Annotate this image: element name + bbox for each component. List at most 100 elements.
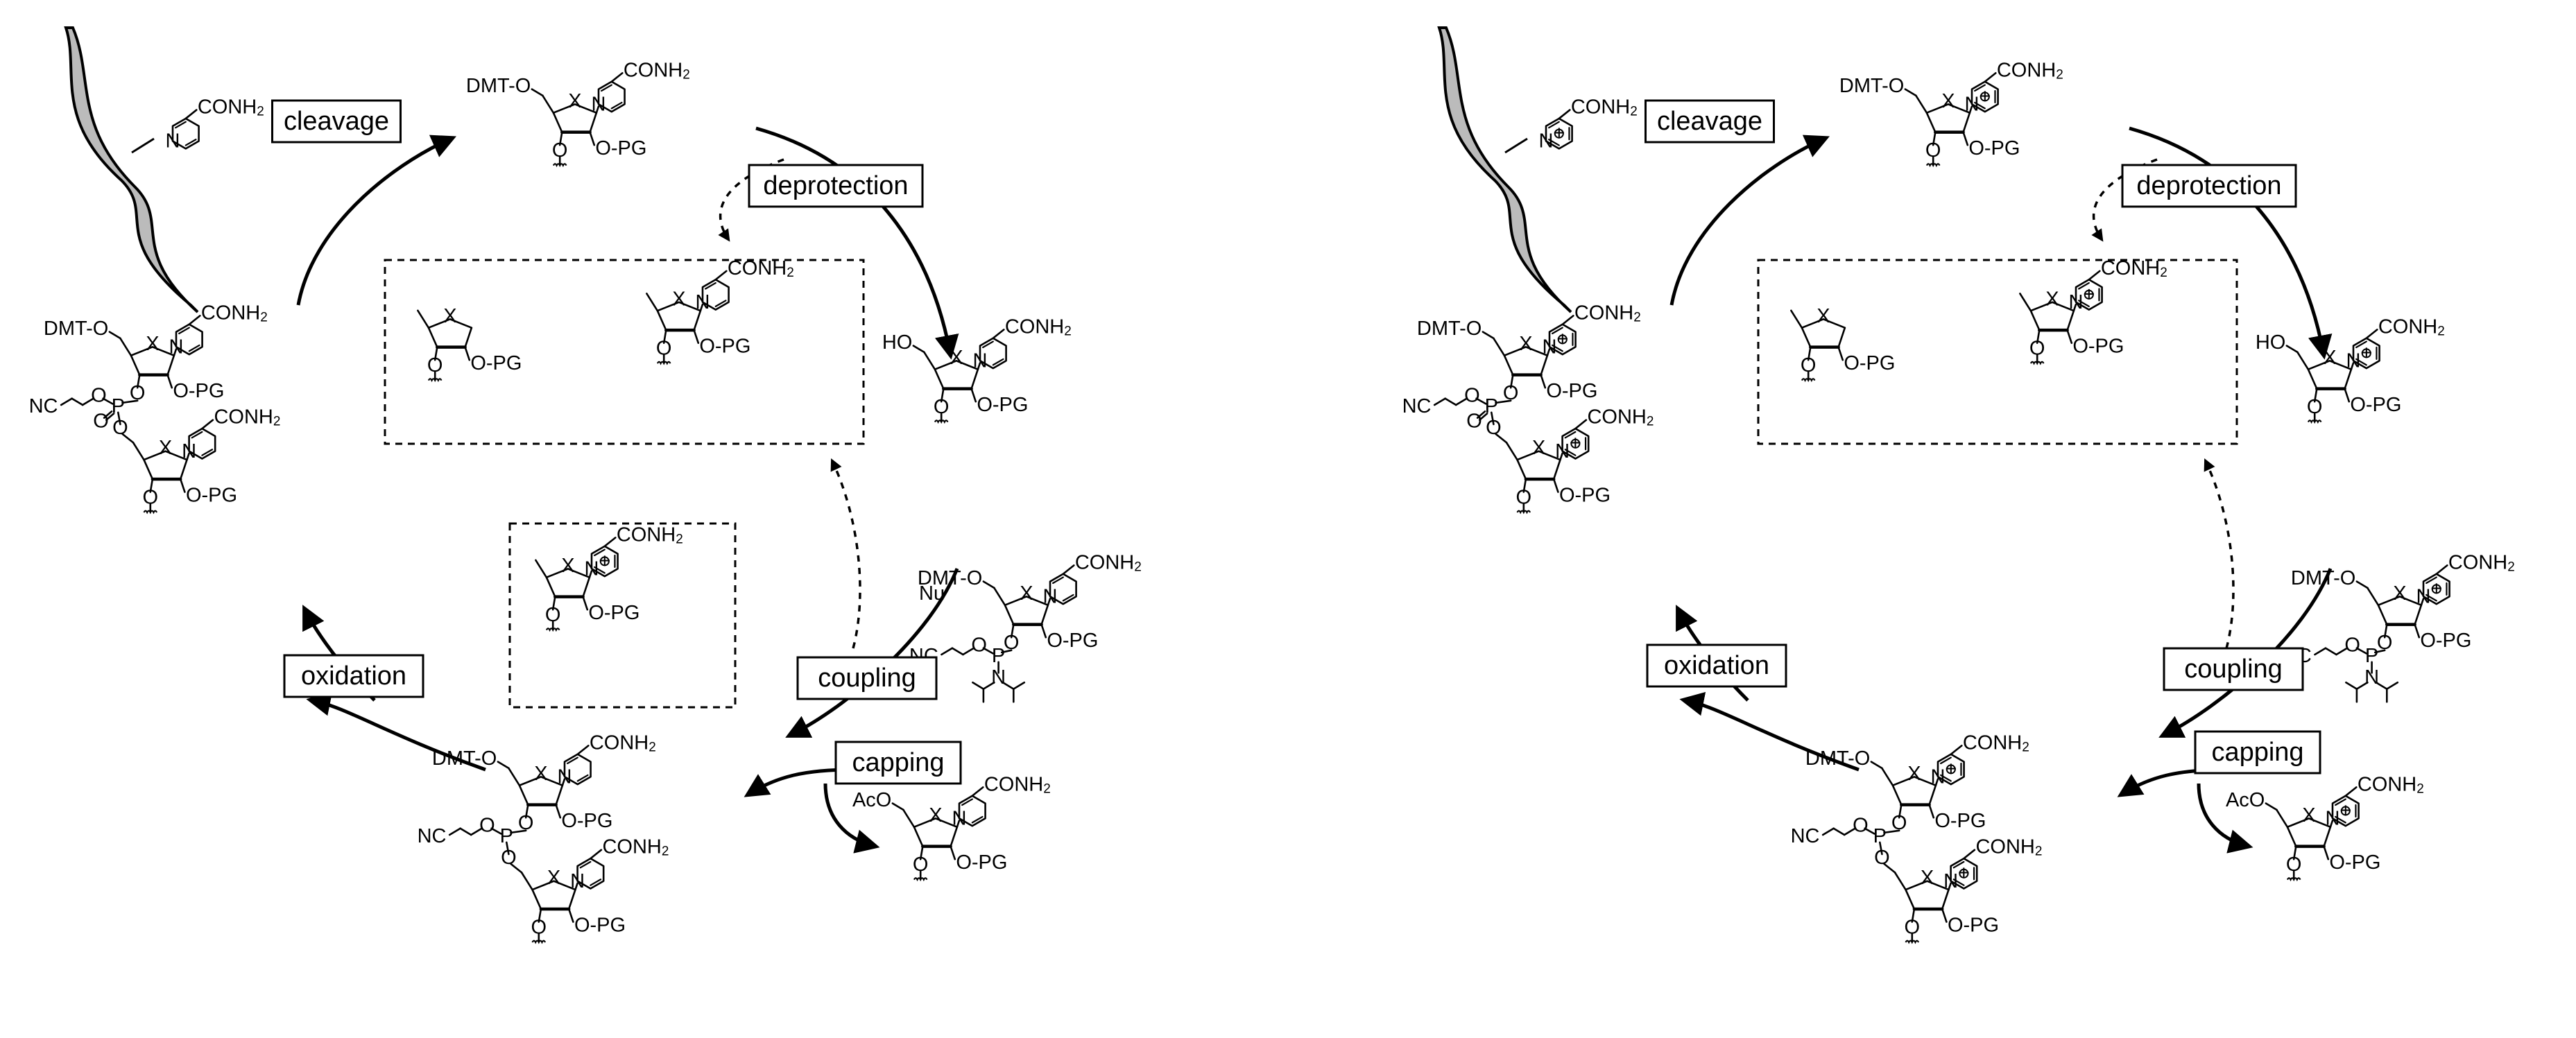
conh2-main: CONH [1975, 836, 2034, 858]
reaction-arrows [296, 126, 2333, 854]
conh2-subscript: 2 [787, 266, 794, 280]
conh2-label: CONH2 [1975, 836, 2042, 858]
ester-oxygen: O [1853, 814, 1869, 836]
amine-nitrogen: N [2364, 666, 2379, 689]
conh2-main: CONH [201, 302, 260, 324]
step-oxidation: oxidation [1646, 643, 1787, 688]
conh2-label: CONH2 [2101, 257, 2167, 279]
nitrile-label: NC [29, 395, 58, 417]
cleavage-label: cleavage [1657, 107, 1762, 136]
phosphorus: P [112, 395, 125, 417]
ring-nitrogen: N [1555, 440, 1570, 462]
oxidation-label: oxidation [301, 661, 406, 691]
o3-label: O [1503, 382, 1519, 404]
conh2-label: CONH2 [590, 732, 656, 754]
conh2-main: CONH [2378, 315, 2437, 338]
step-deprotection: deprotection [748, 164, 924, 208]
strand-bond [1504, 137, 1528, 154]
ring-nitrogen: N [1943, 870, 1958, 892]
ring-x: X [2393, 582, 2406, 605]
conh2-subscript: 2 [649, 740, 656, 754]
cleavage-box [1645, 99, 1775, 144]
o3-label: O [2307, 396, 2323, 418]
ring-nitrogen: N [696, 291, 710, 313]
ring-nitrogen: N [1543, 336, 1557, 358]
ester-oxygen: O [2344, 634, 2360, 656]
conh2-label: CONH2 [1587, 406, 1654, 429]
arrow-capping-product [2197, 783, 2253, 854]
ring-nitrogen: N [182, 440, 196, 462]
plus-sign: + [1958, 862, 1970, 884]
conh2-subscript: 2 [257, 104, 264, 119]
phosphorus: P [1873, 825, 1887, 847]
bridge-oxygen: O [112, 417, 128, 439]
phosphorus: P [1485, 395, 1498, 417]
deprotection-label: deprotection [763, 171, 908, 200]
step-coupling: coupling [796, 656, 938, 700]
plus-sign: + [2083, 283, 2095, 305]
ring-nitrogen: N [2326, 808, 2340, 830]
ring-x: X [1907, 763, 1921, 785]
ring-x: X [2323, 347, 2336, 369]
arrow-deprotection [755, 126, 959, 360]
plus-sign: + [1945, 758, 1957, 780]
oxo-oxygen: O [1466, 410, 1482, 432]
coupling-box [2163, 647, 2304, 691]
o-pg-label: O-PG [574, 914, 626, 936]
ring-x: X [1532, 437, 1545, 459]
cation-charge [1980, 92, 1990, 102]
aco-label: AcO [2226, 789, 2265, 811]
o-pg-label: O-PG [186, 484, 237, 506]
step-capping: capping [2194, 730, 2321, 775]
o-pg-label: O-PG [1948, 914, 1999, 936]
conh2-main: CONH [1005, 315, 1064, 338]
o-pg-label: O-PG [595, 137, 646, 159]
ho-label: HO [2256, 331, 2286, 354]
o-pg-label: O-PG [588, 602, 639, 624]
plus-sign: + [1556, 328, 1568, 350]
oxo-oxygen: O [93, 410, 109, 432]
dashed-arrow-deprotection [718, 158, 784, 242]
coupling-label: coupling [818, 664, 916, 693]
ring-nitrogen: N [2346, 350, 2361, 372]
ester-oxygen: O [1464, 384, 1480, 406]
conh2-main: CONH [590, 732, 649, 754]
cation-charge [1570, 438, 1581, 449]
bridge-oxygen: O [1874, 847, 1890, 869]
cleaved-strands [64, 26, 1572, 313]
side-product-box [384, 259, 865, 445]
ring-x: X [1817, 305, 1830, 327]
conh2-subscript: 2 [1647, 415, 1654, 429]
ring-x: X [2045, 288, 2059, 310]
conh2-label: CONH2 [1571, 96, 1638, 119]
cation-charge [2084, 289, 2094, 300]
ring-nitrogen: N [592, 94, 606, 116]
o3-label: O [545, 604, 561, 626]
cation-charge [599, 556, 610, 566]
strand-bond [131, 137, 155, 154]
ring-x: X [1020, 582, 1033, 605]
conh2-main: CONH [602, 836, 661, 858]
ring-nitrogen: N [973, 350, 988, 372]
plus-sign: + [2430, 578, 2442, 600]
conh2-label: CONH2 [1005, 315, 1072, 338]
dmt-label: DMT-O [1417, 318, 1482, 340]
dashed-arrow-coupling [2204, 458, 2235, 649]
dmt-label: DMT-O [1839, 75, 1904, 97]
ring-x: X [1519, 333, 1532, 355]
o-pg-label: O-PG [173, 380, 224, 402]
oxidation-box [283, 654, 424, 698]
arrow-deprotection [2129, 126, 2333, 360]
conh2-main: CONH [2101, 257, 2160, 279]
cation-charge [1554, 128, 1564, 139]
ester-oxygen: O [479, 814, 495, 836]
dashed-arrow-deprotection [2091, 158, 2158, 242]
o-pg-label: O-PG [2420, 630, 2471, 652]
o3-label: O [656, 338, 672, 360]
arrow-to-cleavage [296, 135, 456, 306]
conh2-main: CONH [624, 59, 682, 81]
